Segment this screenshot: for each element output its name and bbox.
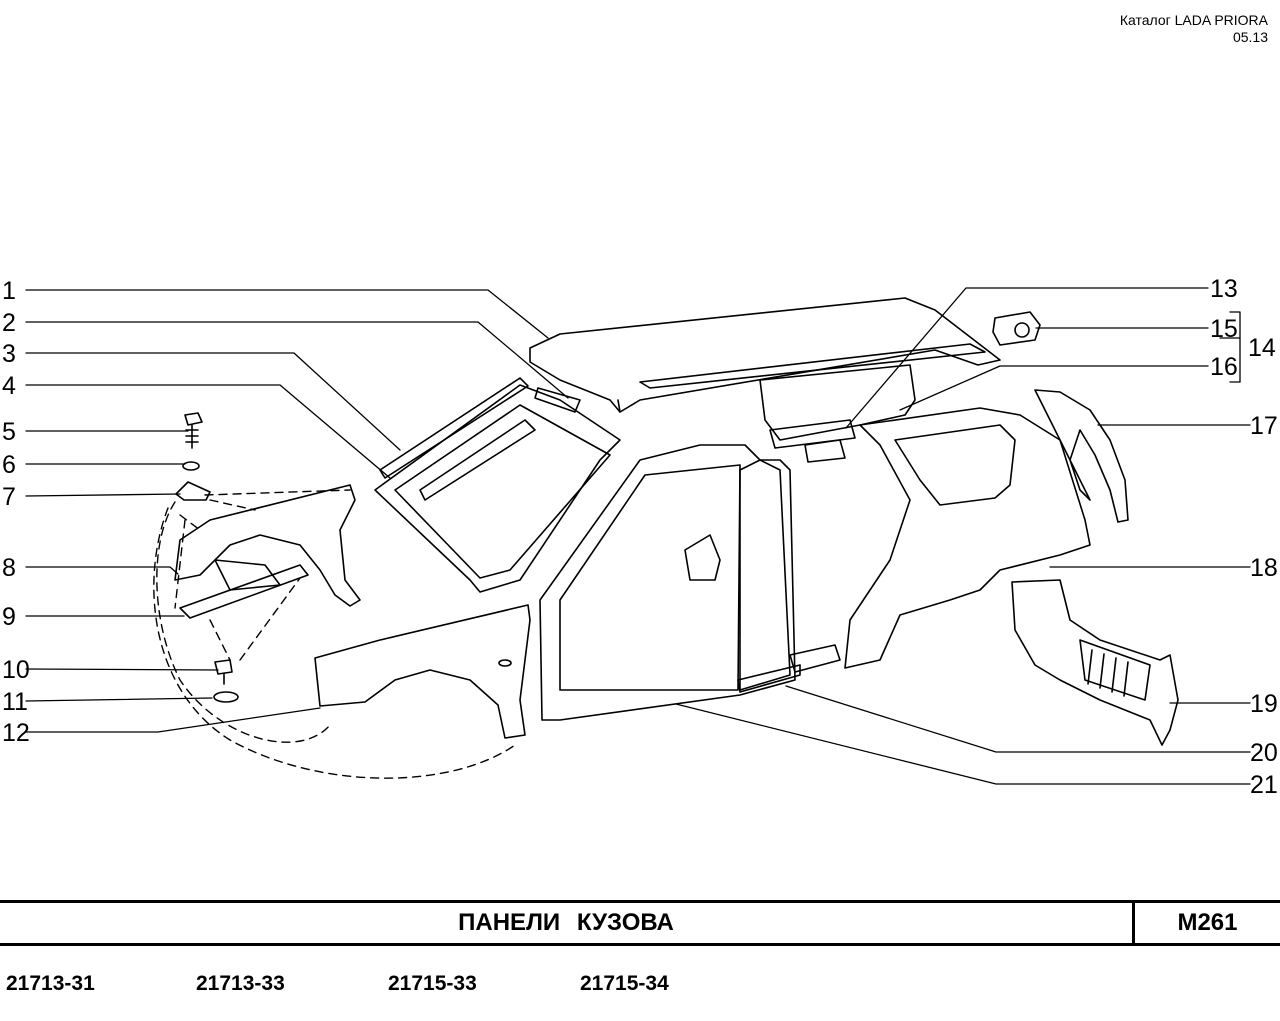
callout-2: 2 bbox=[2, 309, 16, 337]
callout-16: 16 bbox=[1210, 353, 1238, 381]
catalog-date: 05.13 bbox=[1232, 29, 1268, 45]
windshield-frame bbox=[374, 377, 621, 593]
fasteners bbox=[175, 412, 239, 703]
callout-11: 11 bbox=[2, 688, 28, 716]
section-title: ПАНЕЛИ КУЗОВА bbox=[458, 909, 674, 936]
side-panel bbox=[539, 444, 796, 721]
callout-10: 10 bbox=[2, 656, 30, 684]
footer-top-rule bbox=[0, 900, 1280, 903]
sill-panel bbox=[737, 644, 841, 693]
callout-numbers: 1 2 3 4 5 6 7 8 9 10 11 12 13 14 15 16 1… bbox=[2, 275, 1278, 799]
fuel-filler-flap bbox=[992, 311, 1041, 346]
front-fender-bracket bbox=[174, 484, 361, 619]
callout-21: 21 bbox=[1250, 771, 1278, 799]
luggage-floor bbox=[1011, 579, 1179, 746]
callout-6: 6 bbox=[2, 451, 16, 479]
callout-7: 7 bbox=[2, 483, 16, 511]
model-code: 21715-33 bbox=[388, 972, 477, 995]
front-wing bbox=[314, 604, 531, 739]
model-code: 21713-31 bbox=[6, 972, 95, 995]
callout-14: 14 bbox=[1248, 334, 1276, 362]
catalog-header: Каталог LADA PRIORA 05.13 bbox=[1120, 12, 1268, 46]
footer-divider bbox=[1132, 900, 1135, 946]
callout-19: 19 bbox=[1250, 690, 1278, 718]
model-list: 21713-31 21713-33 21715-33 21715-34 bbox=[0, 972, 1280, 1002]
parts-drawing: 1 2 3 4 5 6 7 8 9 10 11 12 13 14 15 16 1… bbox=[2, 275, 1278, 799]
section-code: M261 bbox=[1177, 909, 1238, 936]
callout-15: 15 bbox=[1210, 315, 1238, 343]
model-code: 21713-33 bbox=[196, 972, 285, 995]
rear-quarter-panel bbox=[844, 407, 1091, 669]
callout-8: 8 bbox=[2, 554, 16, 582]
callout-4: 4 bbox=[2, 372, 16, 400]
rear-end-panel bbox=[1034, 389, 1129, 523]
callout-3: 3 bbox=[2, 340, 16, 368]
assembly-dash-lines bbox=[153, 489, 516, 779]
callout-1: 1 bbox=[2, 277, 16, 305]
roof-panel bbox=[529, 297, 1001, 413]
callout-13: 13 bbox=[1210, 275, 1238, 303]
catalog-title: Каталог LADA PRIORA bbox=[1119, 12, 1268, 28]
callout-5: 5 bbox=[2, 418, 16, 446]
rear-roof-rail bbox=[759, 364, 916, 463]
footer-bottom-rule bbox=[0, 943, 1280, 946]
model-code: 21715-34 bbox=[580, 972, 669, 995]
callout-17: 17 bbox=[1250, 412, 1278, 440]
callout-9: 9 bbox=[2, 603, 16, 631]
callout-12: 12 bbox=[2, 719, 30, 747]
callout-18: 18 bbox=[1250, 554, 1278, 582]
callout-20: 20 bbox=[1250, 739, 1278, 767]
